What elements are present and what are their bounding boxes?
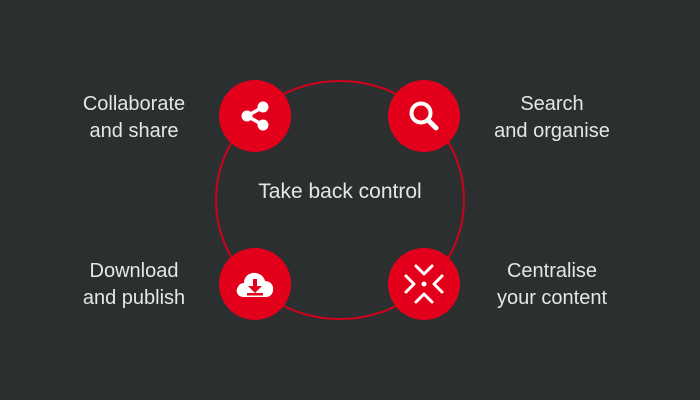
magnifier-icon: [409, 101, 439, 131]
share-label: Collaborate and share: [44, 91, 224, 145]
search-node: [388, 80, 460, 152]
centralise-label-line2: your content: [496, 287, 608, 309]
cloud-download-icon: [236, 272, 274, 297]
share-node: [219, 80, 291, 152]
connector-ring: [215, 80, 465, 320]
share-icon: [241, 101, 269, 131]
centralise-node: [388, 248, 460, 320]
search-label-line2: and organise: [494, 120, 610, 142]
centralise-arrows-icon: [404, 264, 444, 304]
download-node: [219, 248, 291, 320]
download-label-line2: and publish: [82, 287, 186, 309]
search-label-line1: Search: [520, 93, 584, 115]
download-label-line1: Download: [89, 260, 179, 282]
centralise-label: Centralise your content: [462, 258, 642, 312]
centralise-label-line1: Centralise: [506, 260, 598, 282]
center-title: Take back control: [258, 180, 422, 203]
search-label: Search and organise: [462, 91, 642, 145]
download-label: Download and publish: [44, 258, 224, 312]
share-label-line1: Collaborate: [82, 93, 186, 115]
share-label-line2: and share: [89, 120, 179, 142]
